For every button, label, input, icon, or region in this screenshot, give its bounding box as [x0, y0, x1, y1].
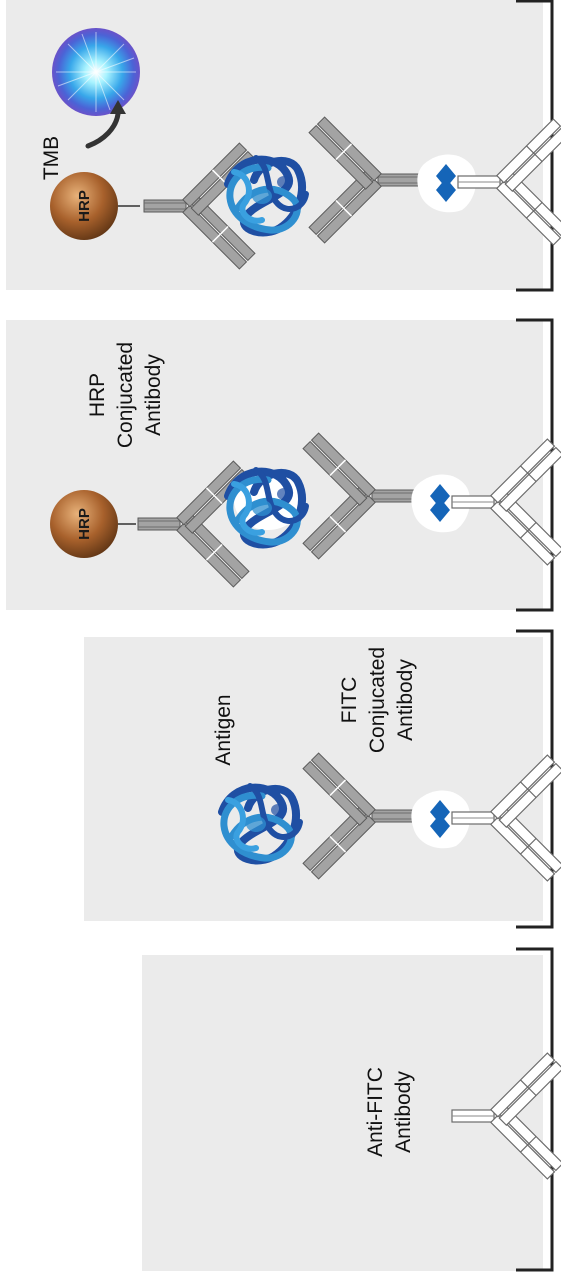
fitc-label-line-2: Conjucated [366, 647, 389, 753]
anti-fitc-label-line-2: Antibody [392, 1071, 415, 1153]
hrp-bead-icon: HRP [50, 172, 118, 240]
hrp-label-line-2: Conjucated [114, 342, 137, 448]
fitc-label-line-3: Antibody [394, 659, 417, 741]
arrow-icon [85, 100, 126, 149]
hrp-label-line-3: Antibody [142, 354, 165, 436]
anti-fitc-label-line-1: Anti-FITC [364, 1067, 387, 1157]
antigen-label: Antigen [212, 694, 235, 765]
hrp-bead-label: HRP [76, 190, 93, 222]
panel-step-2: Antigen FITC Conjucated Antibody [84, 629, 561, 929]
panel-step-3-background [6, 320, 543, 610]
hrp-bead-icon: HRP [50, 490, 118, 558]
tmb-glow-icon [52, 28, 140, 116]
panel-step-1: Anti-FITC Antibody [142, 947, 561, 1272]
panel-step-3: HRP Conjucated Antibody HRP [6, 318, 561, 612]
panel-step-1-bracket [516, 947, 554, 1272]
fitc-label-line-1: FITC [338, 677, 361, 724]
hrp-bead-label: HRP [76, 508, 93, 540]
hrp-label-line-1: HRP [86, 373, 109, 417]
panel-step-4: TMB HRP [6, 0, 561, 292]
tmb-label: TMB [40, 136, 63, 180]
